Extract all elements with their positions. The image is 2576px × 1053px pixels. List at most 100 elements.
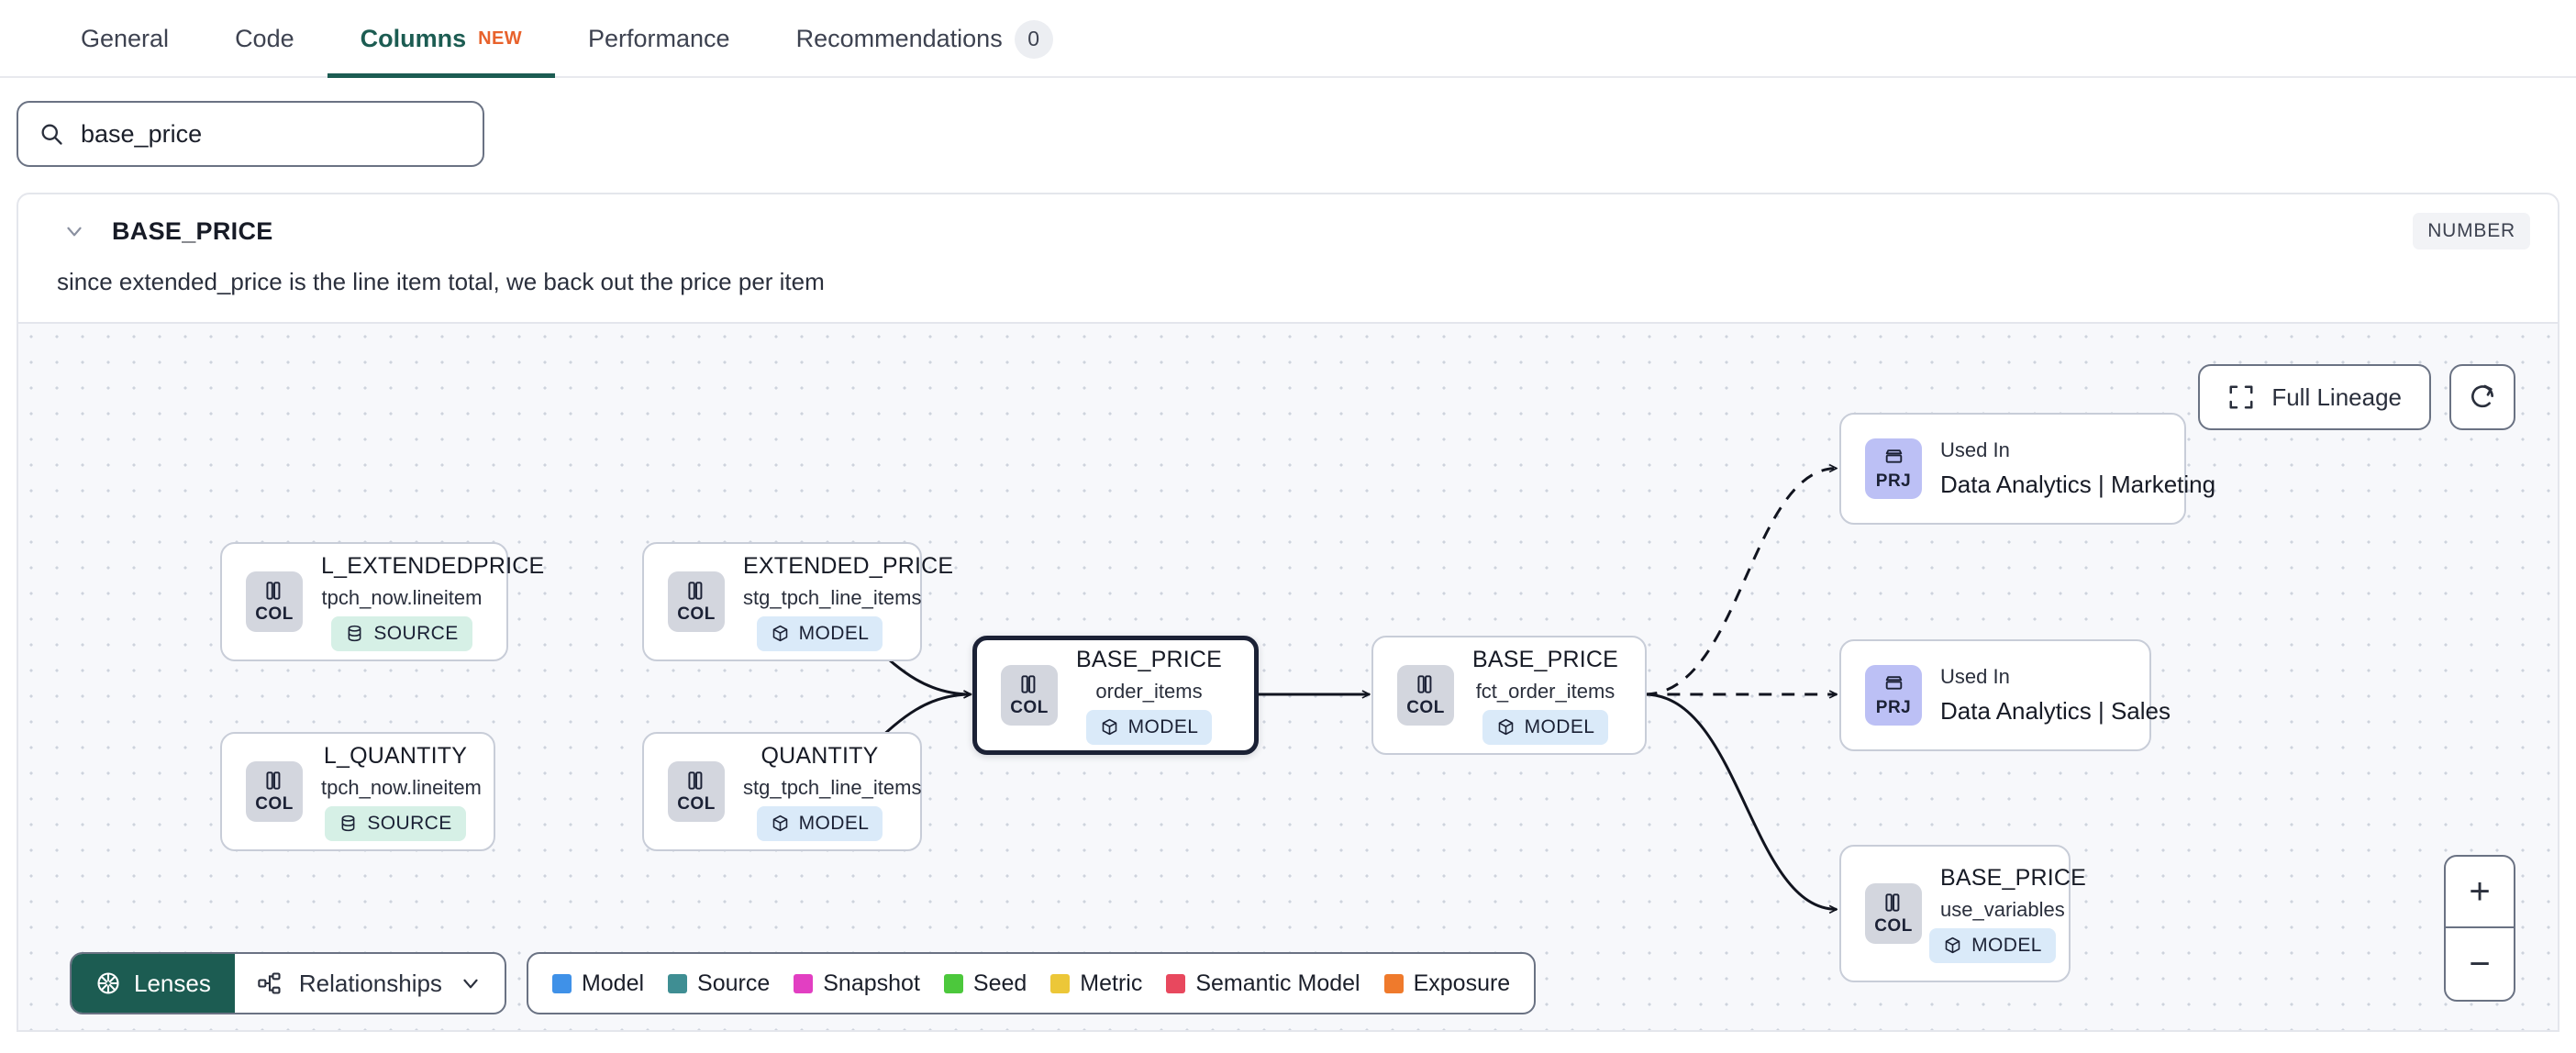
relationships-icon [257,970,283,996]
recommendations-count-badge: 0 [1014,19,1053,59]
lineage-node-extended-price[interactable]: COL EXTENDED_PRICE stg_tpch_line_items M… [642,542,954,661]
full-lineage-button[interactable]: Full Lineage [2198,364,2431,430]
legend-label: Source [697,970,771,996]
node-type-badge: MODEL [756,615,883,651]
lineage-node-project-sales[interactable]: PRJ Used In Data Analytics | Sales [1839,639,2171,751]
node-column-name: EXTENDED_PRICE [743,552,954,579]
relationships-dropdown[interactable]: Relationships [235,954,505,1013]
legend-item-exposure: Exposure [1383,970,1511,997]
node-type-label: MODEL [1971,934,2042,956]
legend-label: Exposure [1413,970,1511,996]
aperture-icon [95,970,121,996]
tab-code[interactable]: Code [202,0,328,78]
column-panel-header[interactable]: BASE_PRICE NUMBER [18,194,2558,268]
column-chip: COL [1865,883,1922,944]
search-icon [39,121,64,147]
full-lineage-label: Full Lineage [2271,382,2402,411]
cube-icon [771,624,790,643]
legend-swatch [1050,973,1071,993]
column-chip: COL [668,761,725,822]
node-type-label: MODEL [1127,715,1199,737]
tab-general[interactable]: General [48,0,202,78]
legend-label: Seed [972,970,1027,996]
chip-label: COL [1406,698,1445,717]
column-description: since extended_price is the line item to… [57,268,825,295]
lineage-node-base-price-order-items[interactable]: COL BASE_PRICE order_items MODEL [972,636,1259,755]
column-chip: COL [1397,665,1454,726]
legend-swatch [551,973,572,993]
legend-swatch [1166,973,1186,993]
tab-performance[interactable]: Performance [555,0,763,78]
node-type-badge: MODEL [1929,927,2056,963]
legend-swatch [1383,973,1404,993]
chip-label: COL [677,604,716,624]
lineage-node-base-price-fct-order-items[interactable]: COL BASE_PRICE fct_order_items MODEL [1371,636,1647,755]
tab-columns[interactable]: Columns NEW [327,0,556,78]
tab-recommendations[interactable]: Recommendations 0 [763,0,1086,78]
zoom-in-button[interactable]: + [2446,857,2514,928]
legend-item-semantic-model: Semantic Model [1166,970,1360,997]
tab-label: Performance [588,25,730,52]
lenses-group: Lenses Relationships [70,952,506,1014]
chip-label: PRJ [1875,697,1912,717]
node-type-label: SOURCE [373,622,459,644]
column-chip: COL [246,571,303,632]
cube-icon [771,814,790,833]
lenses-button[interactable]: Lenses [72,954,235,1013]
project-name: Data Analytics | Marketing [1940,471,2216,498]
node-type-badge: MODEL [756,805,883,841]
tab-new-badge: NEW [478,28,522,49]
legend-item-source: Source [668,970,770,997]
node-type-label: SOURCE [367,812,452,834]
column-icon [262,769,286,793]
node-column-name: BASE_PRICE [1940,864,2087,891]
legend-label: Metric [1080,970,1143,996]
lineage-node-l-quantity[interactable]: COL L_QUANTITY tpch_now.lineitem SOURCE [220,732,495,851]
node-table-name: fct_order_items [1475,679,1616,703]
node-column-name: BASE_PRICE [1076,646,1223,672]
node-table-name: use_variables [1940,897,2065,921]
legend-item-model: Model [551,970,644,997]
node-column-name: BASE_PRICE [1472,646,1619,672]
node-type-badge: MODEL [1482,709,1609,745]
legend-item-snapshot: Snapshot [794,970,920,997]
lineage-legend: Model Source Snapshot Seed Metric [526,952,1537,1014]
lineage-canvas[interactable]: Full Lineage COL L_E [18,322,2558,1030]
project-kicker: Used In [1940,665,2010,688]
chevron-down-icon[interactable] [62,219,86,243]
tab-label: General [81,25,170,52]
node-type-label: MODEL [1524,715,1595,737]
tab-bar: General Code Columns NEW Performance Rec… [0,0,2576,78]
project-tray-icon [1882,673,1905,696]
lineage-node-l-extendedprice[interactable]: COL L_EXTENDEDPRICE tpch_now.lineitem SO… [220,542,544,661]
cube-icon [1943,936,1962,955]
node-table-name: order_items [1095,679,1203,703]
expand-corners-icon [2227,383,2255,411]
column-chip: COL [668,571,725,632]
node-type-badge: MODEL [1085,709,1213,745]
chip-label: COL [1010,698,1049,717]
legend-swatch [668,973,688,993]
search-box[interactable] [17,101,484,167]
refresh-icon [2468,382,2497,412]
lineage-node-project-marketing[interactable]: PRJ Used In Data Analytics | Marketing [1839,413,2215,525]
legend-item-seed: Seed [943,970,1027,997]
column-icon [1882,891,1905,914]
column-icon [1017,672,1041,696]
refresh-button[interactable] [2449,364,2515,430]
lineage-node-base-price-use-variables[interactable]: COL BASE_PRICE use_variables MODEL [1839,845,2087,982]
node-table-name: tpch_now.lineitem [321,775,482,799]
chevron-down-icon[interactable] [459,971,483,995]
search-input[interactable] [81,119,462,149]
zoom-controls: + − [2444,855,2515,1002]
legend-swatch [943,973,963,993]
search-area [0,78,2576,167]
column-icon [684,769,708,793]
legend-swatch [794,973,814,993]
lineage-node-quantity[interactable]: COL QUANTITY stg_tpch_line_items MODEL [642,732,922,851]
zoom-out-button[interactable]: − [2469,943,2491,984]
project-chip: PRJ [1865,665,1922,726]
cube-icon [1100,717,1119,737]
project-tray-icon [1882,447,1905,470]
node-type-label: MODEL [798,622,870,644]
